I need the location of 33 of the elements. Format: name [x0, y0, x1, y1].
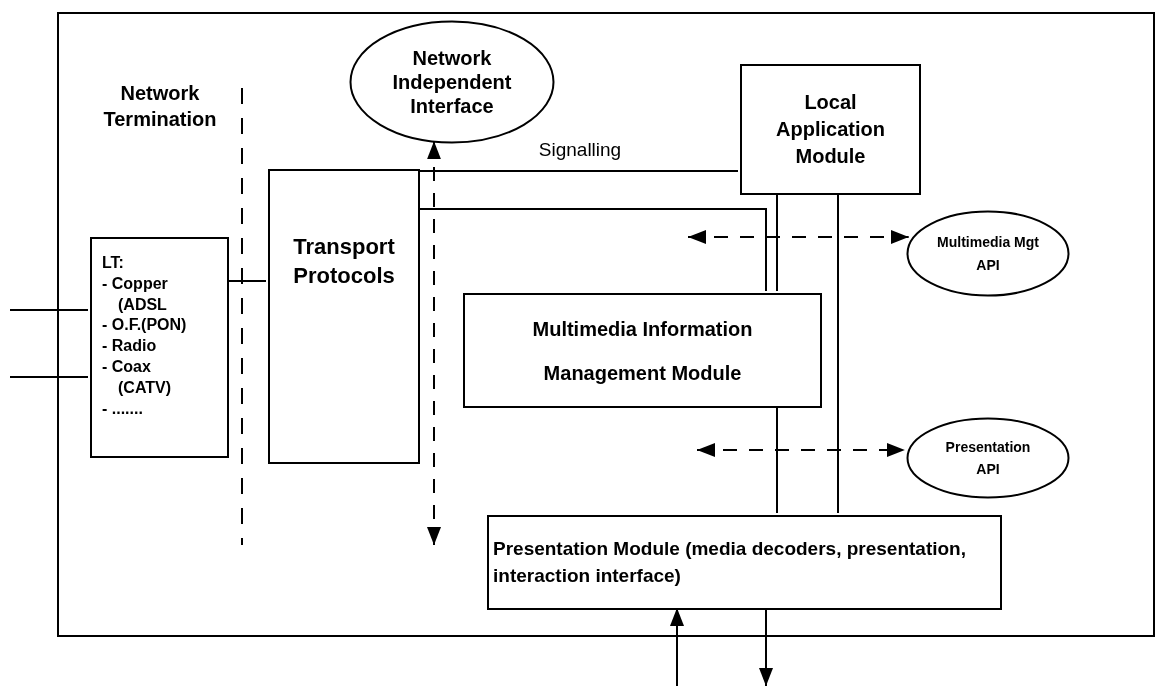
connector-line [9, 309, 89, 311]
connector-line [837, 192, 839, 514]
process-box [463, 293, 822, 408]
node-label: Multimedia Information Management Module [531, 316, 754, 386]
connector-line [776, 192, 778, 292]
node-label: - Coax (CATV) [102, 357, 173, 398]
connector-line [9, 376, 89, 378]
arrow [670, 607, 684, 686]
dashed-arrow [687, 230, 910, 244]
dashed-arrow [427, 140, 441, 546]
connector-line [776, 405, 778, 514]
dashed-arrow [696, 443, 906, 457]
node-label: Local Application Module [775, 90, 886, 169]
frame-box [57, 12, 1155, 637]
node-label: Multimedia Mgt API [936, 233, 1040, 275]
node-label: - O.F.(PON) [102, 315, 188, 336]
connector-line [226, 280, 267, 282]
node-label: - Radio [102, 336, 158, 357]
connector-line [417, 170, 739, 172]
process-box [90, 237, 229, 458]
node-label: LT: [102, 253, 125, 273]
section-heading: Network Termination [102, 81, 218, 132]
process-box [740, 64, 921, 195]
node-label: - ....... [102, 398, 144, 419]
node-label: Presentation Module (media decoders, presentation, interaction interface) [492, 536, 967, 588]
process-box [487, 515, 1002, 610]
connector-line [417, 208, 767, 292]
node-label: Network Independent Interface [391, 46, 513, 118]
node-label: Presentation API [944, 437, 1032, 479]
node-label: - Copper (ADSL [102, 273, 169, 315]
process-box [268, 169, 420, 464]
node-label: Transport Protocols [292, 233, 396, 290]
arrow [759, 607, 773, 686]
